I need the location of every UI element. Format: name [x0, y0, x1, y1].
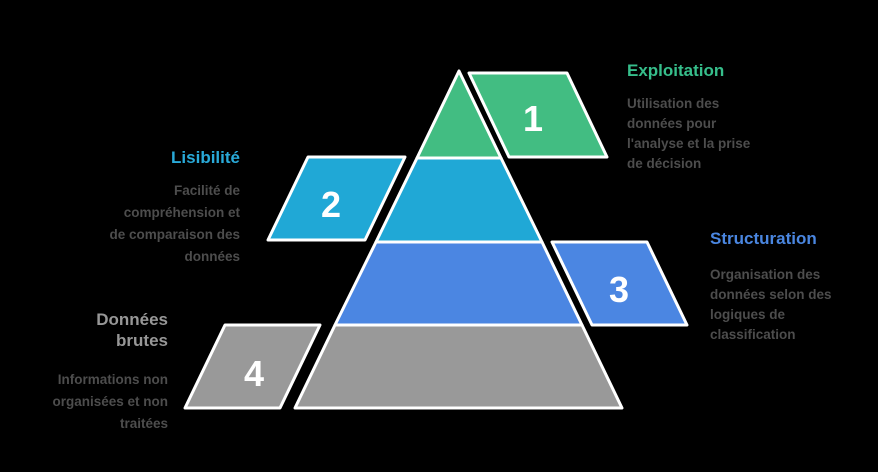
- label-lisibilite-title: Lisibilité: [65, 147, 240, 168]
- label-exploitation: Exploitation Utilisation des données pou…: [627, 60, 797, 174]
- band-structuration: [333, 240, 584, 327]
- description-line: traitées: [119, 416, 168, 431]
- piece-exploitation-number: 1: [523, 98, 543, 139]
- description-line: Utilisation des: [627, 96, 720, 111]
- piece-lisibilite: [266, 155, 407, 242]
- description-line: Informations non: [57, 372, 168, 387]
- description-line: Facilité de: [173, 183, 240, 198]
- label-donnees-brutes: Données brutes Informations non organisé…: [8, 309, 168, 435]
- description-line: données selon des: [710, 287, 832, 302]
- label-donnees-brutes-title: Données brutes: [8, 309, 168, 351]
- description-line: l'analyse et la prise: [627, 136, 751, 151]
- description-line: compréhension et: [123, 205, 240, 220]
- label-title-line: Données: [96, 310, 168, 329]
- label-lisibilite: Lisibilité Facilité de compréhension et …: [65, 147, 240, 268]
- description-line: Organisation des: [710, 267, 821, 282]
- piece-lisibilite-number: 2: [321, 184, 341, 225]
- description-line: logiques de: [710, 307, 786, 322]
- piece-structuration-number: 3: [609, 269, 629, 310]
- piece-structuration: [550, 240, 689, 327]
- label-lisibilite-description: Facilité de compréhension et de comparai…: [65, 180, 240, 268]
- description-line: données pour: [627, 116, 717, 131]
- description-line: classification: [710, 327, 796, 342]
- description-line: données: [184, 249, 240, 264]
- label-title-line: Exploitation: [627, 61, 725, 80]
- piece-exploitation: [467, 71, 609, 159]
- label-structuration-description: Organisation des données selon des logiq…: [710, 265, 870, 345]
- label-title-line: Structuration: [710, 229, 817, 248]
- label-title-line: brutes: [116, 331, 168, 350]
- label-exploitation-title: Exploitation: [627, 60, 797, 81]
- label-donnees-brutes-description: Informations non organisées et non trait…: [8, 369, 168, 435]
- band-lisibilite: [374, 156, 544, 244]
- description-line: de comparaison des: [109, 227, 240, 242]
- label-title-line: Lisibilité: [171, 148, 240, 167]
- band-donnees-brutes: [293, 323, 624, 410]
- piece-donnees-brutes: [183, 323, 322, 410]
- piece-donnees-brutes-number: 4: [244, 353, 264, 394]
- label-structuration-title: Structuration: [710, 228, 870, 249]
- description-line: de décision: [627, 156, 702, 171]
- label-structuration: Structuration Organisation des données s…: [710, 228, 870, 345]
- description-line: organisées et non: [52, 394, 168, 409]
- label-exploitation-description: Utilisation des données pour l'analyse e…: [627, 94, 797, 174]
